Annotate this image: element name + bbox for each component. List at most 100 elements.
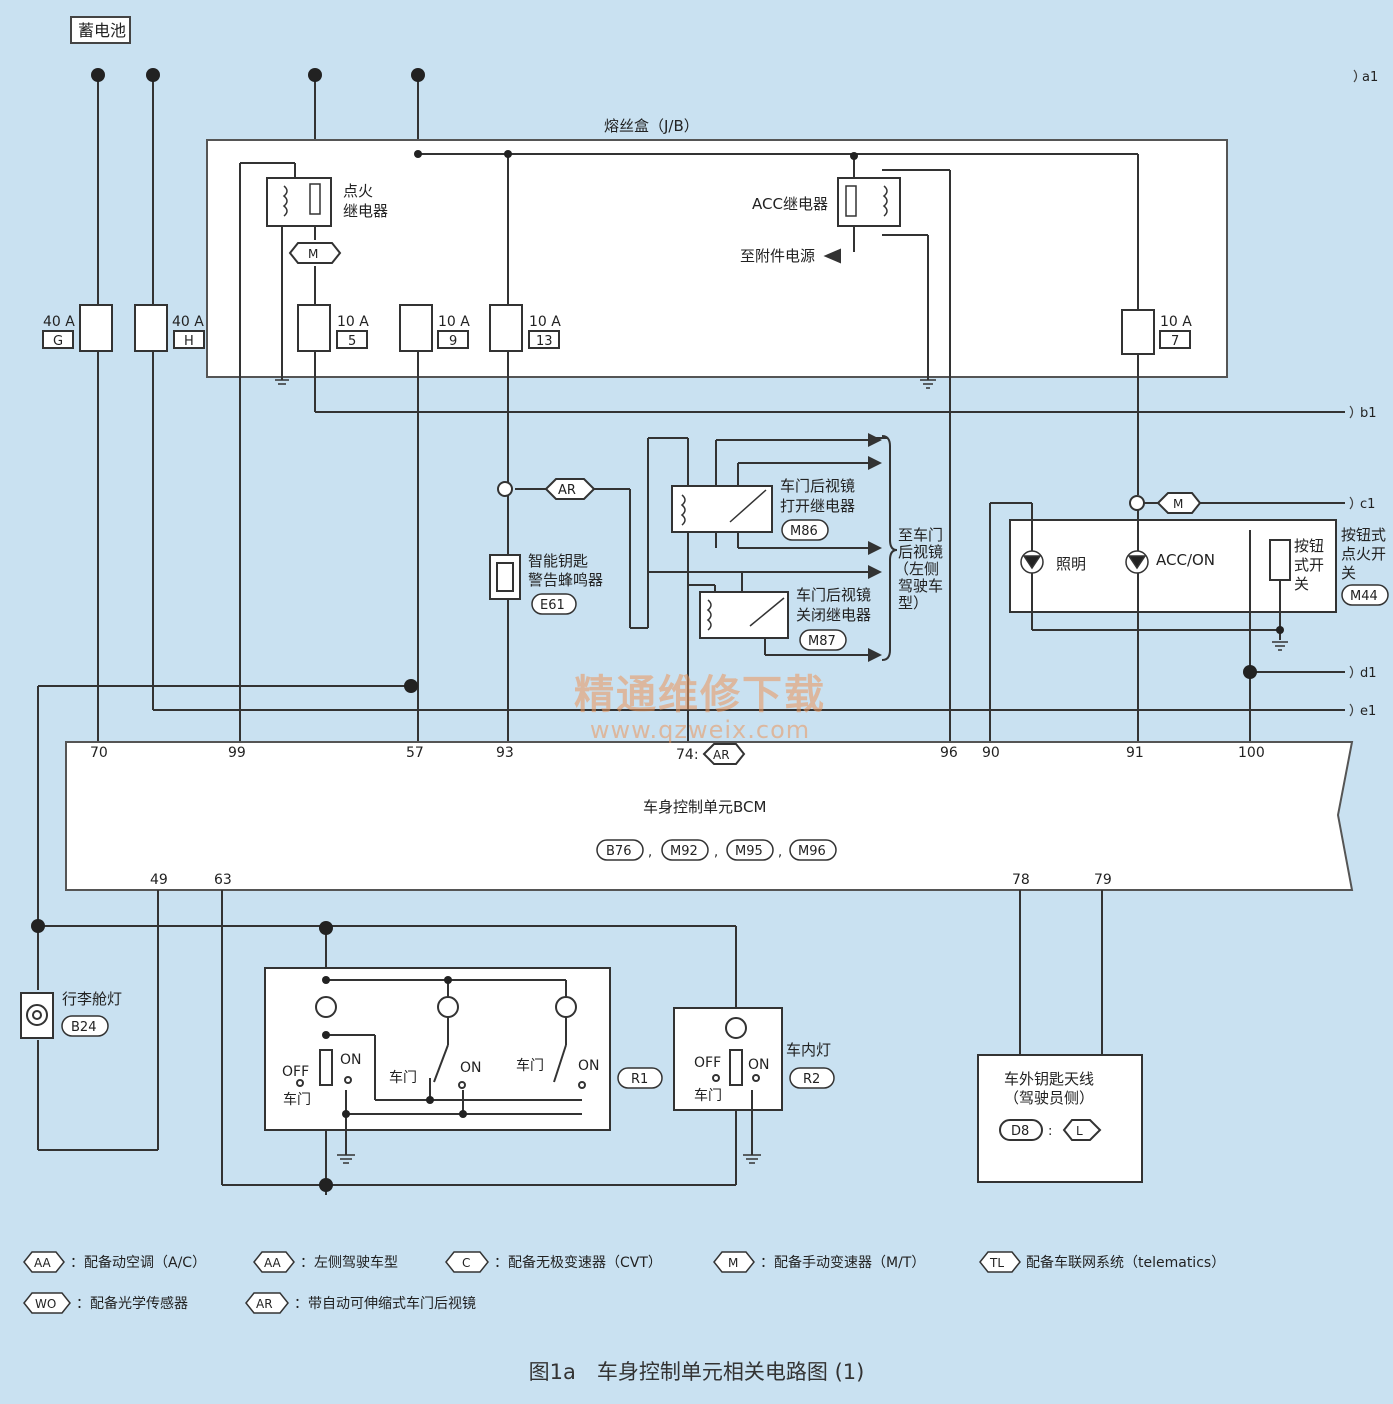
push-switch-inner-2: 式开 [1294,556,1324,574]
door-sw-door-1: 车门 [283,1091,311,1108]
mirror-dest-3: （左侧 [894,560,939,578]
push-switch-name-2: 点火开 [1341,545,1386,563]
code-oval-m92 [661,839,709,861]
mirror-open-label-1: 车门后视镜 [780,477,855,495]
ignition-relay-label-2: 继电器 [343,202,388,220]
antenna-sep: : [1048,1124,1052,1139]
fusebox-frame [206,139,1228,378]
figure-caption: 图1a 车身控制单元相关电路图 (1) [528,1360,865,1384]
tag-m-ignition [288,242,342,264]
fuse-h [134,304,168,352]
mirror-dest-4: 驾驶车 [898,577,943,595]
fuse-5-rating: 10 A [337,314,369,330]
code-oval-r1 [617,1067,663,1089]
mirror-open-relay [671,485,773,533]
fuse-h-id: H [184,334,194,349]
antenna-code: D8 [1011,1124,1029,1139]
legend-5-text: 配备车联网系统（telematics） [1026,1254,1225,1271]
bcm-pin-79: 79 [1094,872,1112,888]
bcm-pin-70: 70 [90,745,108,761]
fuse-g [79,304,113,352]
trunk-lamp-label: 行李舱灯 [62,990,122,1008]
offpage-c1: c1 [1360,497,1375,512]
offpage-b1: b1 [1360,406,1377,421]
code-oval-m87 [799,629,847,651]
legend-2-tag: AA [264,1256,282,1270]
code-oval-e61 [531,593,577,615]
antenna-label-2: （驾驶员侧） [1004,1089,1094,1107]
buzzer-label-2: 警告蜂鸣器 [528,571,603,589]
door-sw-door-3: 车门 [516,1057,544,1074]
push-switch-element [1269,539,1291,581]
legend-5-tag: TL [989,1256,1004,1270]
door-sw-door-2: 车门 [389,1069,417,1086]
room-lamp-on: ON [748,1057,770,1073]
code-oval-m86 [781,519,829,541]
bcm-code-m95: M95 [735,844,763,859]
fuse-9-id: 9 [449,334,457,349]
mirror-close-label-2: 关闭继电器 [796,606,871,624]
legend-7-text: ：带自动可伸缩式车门后视镜 [294,1295,476,1312]
push-switch-code: M44 [1350,589,1378,604]
bcm-code-m92: M92 [670,844,698,859]
push-switch-name-3: 关 [1341,564,1356,582]
mirror-dest-2: 后视镜 [898,543,943,561]
offpage-a1: a1 [1362,70,1378,85]
fuse-g-rating: 40 A [43,314,75,330]
door-sw-on-1: ON [340,1052,362,1068]
legend-2-text: ：左侧驾驶车型 [300,1254,398,1271]
bcm-code-m96: M96 [798,844,826,859]
acc-relay-label: ACC继电器 [752,195,828,213]
tag-m-ignition-text: M [308,247,318,261]
bcm-pin-91: 91 [1126,745,1144,761]
legend-7-tag: AR [256,1297,273,1311]
door-sw-on-2: ON [460,1060,482,1076]
buzzer-label-1: 智能钥匙 [528,552,588,570]
bcm-pin-78: 78 [1012,872,1030,888]
tag-ar-bcm-wire [544,478,596,500]
tag-m-switch-text: M [1173,497,1183,511]
mirror-close-relay [699,591,789,639]
bcm-label: 车身控制单元BCM [643,798,766,816]
legend-3-tag: C [462,1256,470,1270]
fuse-13-id: 13 [536,334,553,349]
bcm-pin-49: 49 [150,872,168,888]
offpage-d1: d1 [1360,666,1377,681]
bcm-pin-63: 63 [214,872,232,888]
fuse-13-rating: 10 A [529,314,561,330]
legend-1-text: ：配备动空调（A/C） [70,1254,206,1271]
door-switch-panel [264,967,611,1131]
fuse-7 [1121,309,1155,355]
legend-4-tag: M [728,1256,738,1270]
mirror-open-label-2: 打开继电器 [780,497,855,515]
room-lamp-label: 车内灯 [786,1041,831,1059]
acc-supply-label: 至附件电源 [740,247,815,265]
outside-key-antenna [977,1054,1143,1183]
fuse-9 [399,304,433,352]
bcm-pin-74: 74: [676,747,699,763]
mirror-dest-5: 型） [898,594,928,612]
mirror-dest-1: 至车门 [898,526,943,544]
bcm-pin-93: 93 [496,745,514,761]
bcm-block [65,741,1354,891]
svg-text:,: , [648,845,652,860]
code-oval-m95 [726,839,774,861]
fuse-7-rating: 10 A [1160,314,1192,330]
push-lamp1-label: 照明 [1056,555,1086,573]
ignition-relay-label-1: 点火 [343,182,373,200]
door-sw-on-3: ON [578,1058,600,1074]
push-lamp2-label: ACC/ON [1156,551,1215,569]
fuse-g-id: G [53,334,63,349]
svg-text:,: , [778,845,782,860]
mirror-close-label-1: 车门后视镜 [796,586,871,604]
battery-label-box [70,16,131,44]
code-oval-b76 [596,839,644,861]
mirror-open-code: M86 [790,524,818,539]
tag-ar-text: AR [558,483,576,498]
push-switch-inner-1: 按钮 [1294,537,1324,555]
room-lamp-off: OFF [694,1055,721,1071]
bcm-pin-90: 90 [982,745,1000,761]
bcm-pin-57: 57 [406,745,424,761]
fuse-13 [489,304,523,352]
